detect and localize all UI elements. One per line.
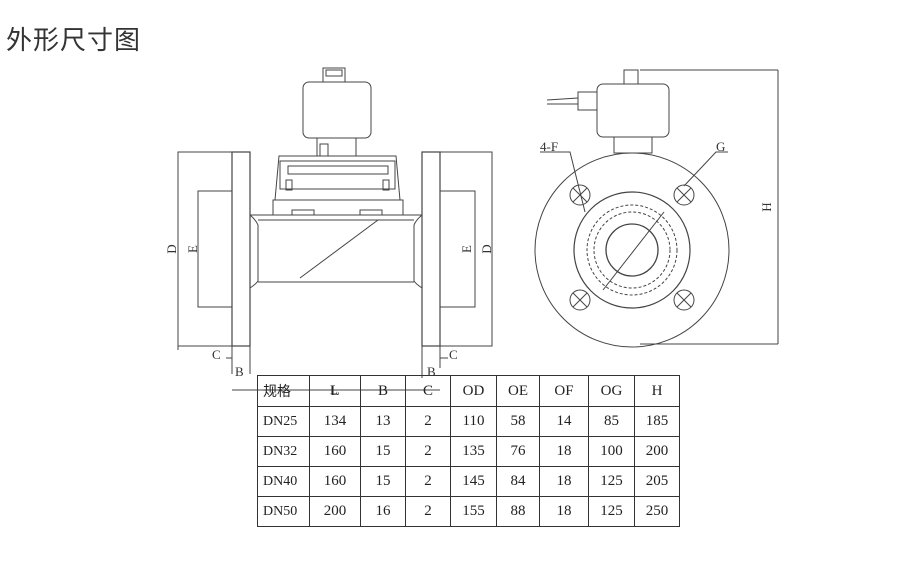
dim-label-d: D [479,244,494,253]
table-cell: 125 [588,466,635,497]
table-cell: 110 [450,406,497,437]
bolt-hole-icon [673,289,695,311]
table-cell: 18 [539,436,589,467]
table-row: DN50 200 16 2 155 88 18 125 250 [257,496,680,527]
table-cell: 15 [360,466,406,497]
header-cell: OF [539,375,589,407]
header-cell: OD [450,375,497,407]
dim-label-holes: 4-F [540,139,558,154]
table-cell: DN25 [257,406,310,437]
header-cell: OE [496,375,540,407]
table-cell: DN50 [257,496,310,527]
front-view [177,67,493,391]
table-cell: 16 [360,496,406,527]
table-cell: 58 [496,406,540,437]
table-cell: 88 [496,496,540,527]
table-cell: 14 [539,406,589,437]
table-cell: 155 [450,496,497,527]
dim-label-e: E [185,245,200,253]
header-cell: H [634,375,680,407]
table-cell: 185 [634,406,680,437]
table-cell: 18 [539,466,589,497]
bolt-hole-icon [673,184,695,206]
table-cell: 205 [634,466,680,497]
table-header-row: 规格 L B C OD OE OF OG H [257,375,680,407]
table-cell: DN40 [257,466,310,497]
header-cell: OG [588,375,635,407]
table-cell: 2 [405,406,451,437]
header-cell: C [405,375,451,407]
table-cell: 2 [405,496,451,527]
bolt-hole-icon [569,184,591,206]
table-cell: 135 [450,436,497,467]
table-cell: 100 [588,436,635,467]
table-row: DN25 134 13 2 110 58 14 85 185 [257,406,680,437]
table-cell: 84 [496,466,540,497]
spec-table: 规格 L B C OD OE OF OG H DN25 134 13 2 110… [257,375,680,527]
table-cell: 125 [588,496,635,527]
header-cell: L [309,375,361,407]
table-cell: 15 [360,436,406,467]
table-cell: 2 [405,466,451,497]
bolt-hole-icon [569,289,591,311]
table-cell: 200 [309,496,361,527]
table-cell: 18 [539,496,589,527]
table-cell: 2 [405,436,451,467]
dim-label-h: H [759,202,774,211]
table-cell: 160 [309,466,361,497]
table-cell: 160 [309,436,361,467]
dim-label-b: B [427,364,436,379]
header-cell: B [360,375,406,407]
table-cell: DN32 [257,436,310,467]
page-title: 外形尺寸图 [6,26,142,56]
dim-label-g: G [716,139,725,154]
table-cell: 145 [450,466,497,497]
table-cell: 200 [634,436,680,467]
dim-label-e: E [459,245,474,253]
dim-label-c: C [212,347,221,362]
table-cell: 250 [634,496,680,527]
dim-label-b: B [235,364,244,379]
table-cell: 76 [496,436,540,467]
table-cell: 134 [309,406,361,437]
table-cell: 85 [588,406,635,437]
dim-label-d: D [164,244,179,253]
dim-label-c: C [449,347,458,362]
header-cell: 规格 [257,375,310,407]
table-row: DN32 160 15 2 135 76 18 100 200 [257,436,680,467]
table-cell: 13 [360,406,406,437]
side-view [534,69,779,348]
table-row: DN40 160 15 2 145 84 18 125 205 [257,466,680,497]
